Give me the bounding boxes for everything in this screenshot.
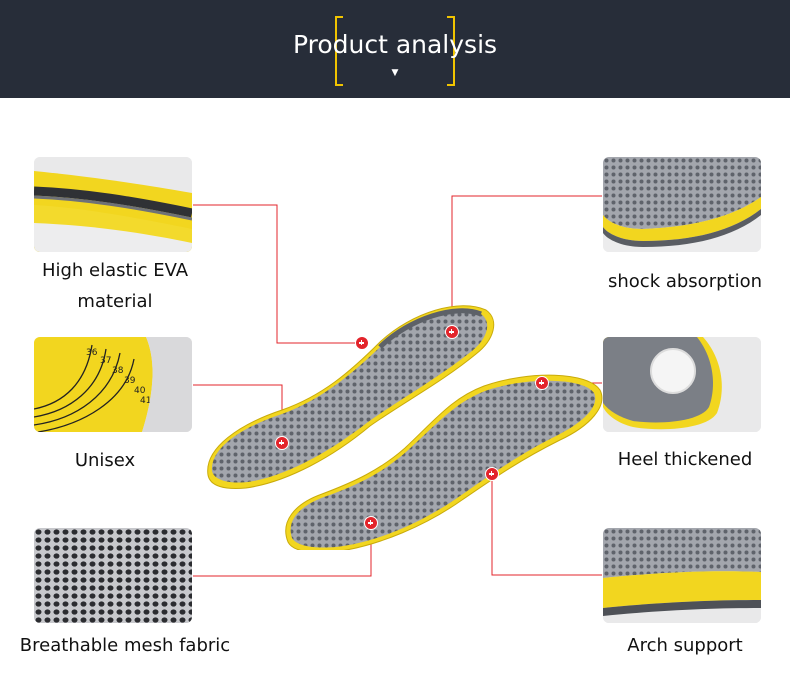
eva-material-image	[34, 157, 192, 252]
size-40: 40	[134, 386, 146, 396]
insole-front	[285, 374, 603, 550]
callout-point-eva[interactable]	[355, 336, 369, 350]
mesh-fabric-image	[34, 528, 192, 623]
callout-point-shock[interactable]	[445, 325, 459, 339]
arch-label: Arch support	[627, 635, 743, 656]
size-39: 39	[124, 376, 136, 386]
title-frame	[335, 14, 455, 88]
callout-point-mesh[interactable]	[364, 516, 378, 530]
heel-thickened-image	[603, 337, 761, 432]
callout-point-unisex[interactable]	[275, 436, 289, 450]
insoles-illustration	[207, 305, 603, 550]
shock-label: shock absorption	[608, 271, 762, 292]
unisex-sizes-image: 36 37 38 39 40 41	[34, 337, 192, 432]
callout-point-heel[interactable]	[535, 376, 549, 390]
heel-label: Heel thickened	[617, 449, 753, 470]
size-37: 37	[100, 356, 111, 366]
unisex-label: Unisex	[74, 450, 136, 471]
header-banner: Product analysis ▼	[0, 0, 790, 98]
mesh-label: Breathable mesh fabric	[19, 635, 231, 656]
eva-label-line1: High elastic EVA	[41, 260, 189, 281]
size-38: 38	[112, 366, 124, 376]
size-36: 36	[86, 348, 98, 358]
caret-down-icon: ▼	[391, 68, 399, 78]
page-title: Product analysis	[292, 30, 498, 59]
shock-absorption-image	[603, 157, 761, 252]
callout-point-arch[interactable]	[485, 467, 499, 481]
eva-label-line2: material	[77, 291, 153, 312]
size-41: 41	[140, 396, 151, 406]
arch-support-image	[603, 528, 761, 623]
